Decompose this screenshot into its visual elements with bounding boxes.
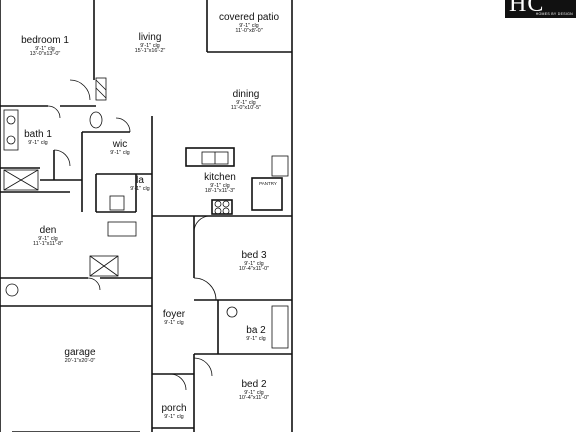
room-dimensions: 10'-4"x11'-0"	[238, 266, 270, 273]
room-ceiling: 9'-1" clg	[246, 335, 266, 342]
room-pantry: PANTRY	[256, 181, 280, 187]
room-ceiling: 9'-1" clg	[236, 99, 256, 106]
room-dimensions: 11'-0"x8'-0"	[235, 28, 263, 35]
room-dimensions: 11'-0"x10'-5"	[230, 105, 262, 112]
room-porch: porch 9'-1" clg	[156, 403, 192, 420]
room-living: living 9'-1" clg 15'-1"x16'-2"	[114, 32, 186, 55]
room-name: bath 1	[24, 129, 52, 140]
room-dimensions: 10'-4"x11'-0"	[238, 395, 270, 402]
room-name: porch	[161, 403, 187, 414]
room-dimensions: 18'-1"x11'-3"	[204, 188, 236, 195]
room-name: living	[138, 32, 162, 43]
room-name: bed 2	[241, 379, 267, 390]
room-garage: garage 20'-1"x20'-0"	[52, 347, 108, 364]
room-ceiling: 9'-1" clg	[130, 185, 150, 192]
room-name: wic	[112, 139, 128, 150]
room-ceiling: 9'-1" clg	[164, 319, 184, 326]
room-dimensions: 20'-1"x20'-0"	[64, 357, 96, 364]
room-wic: wic 9'-1" clg	[100, 139, 140, 156]
room-name: la	[136, 175, 144, 186]
room-ceiling: 9'-1" clg	[164, 413, 184, 420]
room-name: kitchen	[204, 172, 236, 183]
room-ceiling: 9'-1" clg	[239, 22, 259, 29]
room-name: bed 3	[241, 250, 267, 261]
room-name: garage	[64, 347, 96, 358]
room-ba-2: ba 2 9'-1" clg	[238, 325, 274, 342]
room-den: den 9'-1" clg 11'-1"x11'-8"	[20, 225, 76, 248]
room-kitchen: kitchen 9'-1" clg 18'-1"x11'-3"	[192, 172, 248, 195]
room-name: dining	[232, 89, 260, 100]
builder-logo: HC HOMES BY DESIGN	[505, 0, 576, 18]
room-ceiling: 9'-1" clg	[244, 260, 264, 267]
room-bed-3: bed 3 9'-1" clg 10'-4"x11'-0"	[228, 250, 280, 273]
room-dimensions: 13'-0"x13'-0"	[29, 51, 61, 58]
room-foyer: foyer 9'-1" clg	[156, 309, 192, 326]
logo-tagline: HOMES BY DESIGN	[535, 12, 573, 16]
room-ceiling: 9'-1" clg	[35, 45, 55, 52]
room-name: foyer	[162, 309, 186, 320]
room-dining: dining 9'-1" clg 11'-0"x10'-5"	[218, 89, 274, 112]
room-covered-patio: covered patio 9'-1" clg 11'-0"x8'-0"	[212, 12, 286, 35]
room-bed-2: bed 2 9'-1" clg 10'-4"x11'-0"	[228, 379, 280, 402]
room-ceiling: 9'-1" clg	[140, 42, 160, 49]
room-name: ba 2	[246, 325, 266, 336]
room-name: PANTRY	[259, 181, 277, 186]
room-ceiling: 9'-1" clg	[38, 235, 58, 242]
room-ceiling: 9'-1" clg	[110, 149, 130, 156]
room-dimensions: 11'-1"x11'-8"	[33, 241, 63, 248]
room-bedroom-1: bedroom 1 9'-1" clg 13'-0"x13'-0"	[10, 35, 80, 58]
logo-mark: HC	[509, 0, 545, 17]
room-name: covered patio	[218, 12, 280, 23]
room-ceiling: 9'-1" clg	[28, 139, 48, 146]
room-ceiling: 9'-1" clg	[210, 182, 230, 189]
room-ceiling: 9'-1" clg	[244, 389, 264, 396]
room-bath-1: bath 1 9'-1" clg	[18, 129, 58, 146]
room-dimensions: 15'-1"x16'-2"	[134, 48, 166, 55]
room-name: den	[39, 225, 57, 236]
room-name: bedroom 1	[21, 35, 69, 46]
room-laundry: la 9'-1" clg	[122, 175, 158, 192]
